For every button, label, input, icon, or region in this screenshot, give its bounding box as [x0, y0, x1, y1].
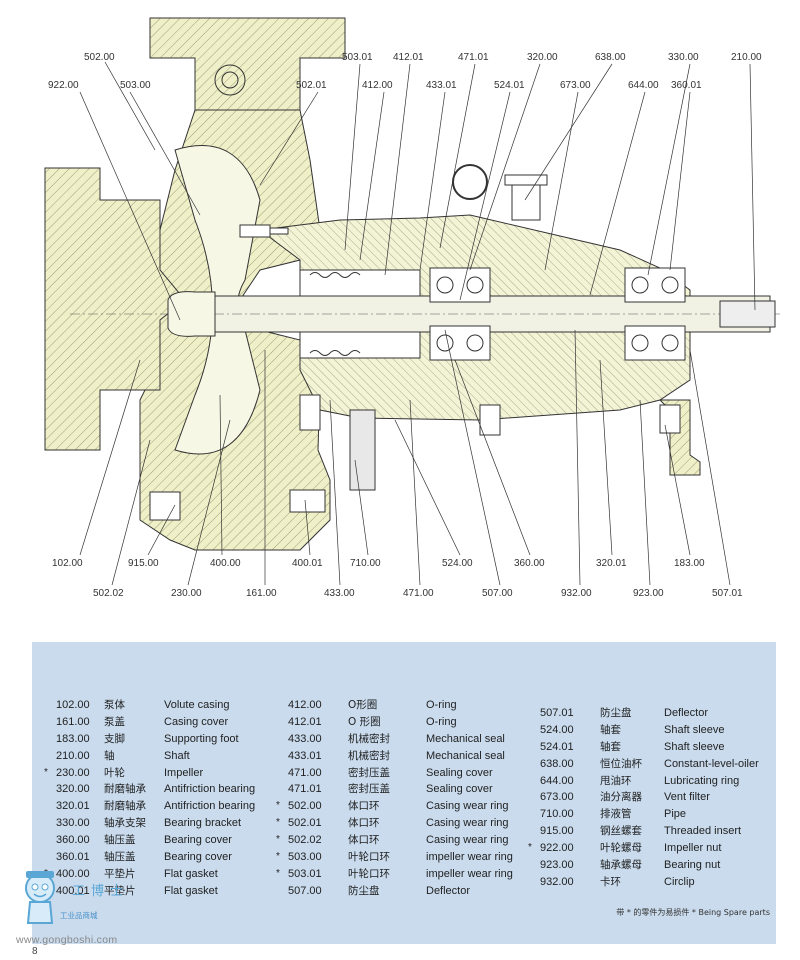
callout-507-01: 507.01	[712, 588, 743, 599]
bearing-outer-d	[624, 325, 686, 361]
bearing-outer-b	[429, 325, 491, 361]
callout-320-01: 320.01	[596, 558, 627, 569]
callout-503-01: 503.01	[342, 52, 373, 63]
eyebolt	[452, 164, 488, 200]
impeller-nut	[167, 291, 216, 337]
callout-502-01: 502.01	[296, 80, 327, 91]
bearing-outer-a	[429, 267, 491, 303]
callout-433-00: 433.00	[324, 588, 355, 599]
callout-524-01: 524.01	[494, 80, 525, 91]
bearing-outer-c	[624, 267, 686, 303]
callout-161-00: 161.00	[246, 588, 277, 599]
callout-923-00: 923.00	[633, 588, 664, 599]
callout-471-01: 471.01	[458, 52, 489, 63]
watermark-subtitle: 工业品商城	[60, 911, 98, 920]
drain-pipe	[349, 409, 376, 491]
discharge-bolt	[214, 64, 246, 96]
spare-parts-note: 带 * 的零件为易损件 * Being Spare parts	[616, 908, 770, 917]
callout-503-00: 503.00	[120, 80, 151, 91]
callout-320-00: 320.00	[527, 52, 558, 63]
watermark-logo	[12, 868, 152, 948]
callout-524-00: 524.00	[442, 558, 473, 569]
callout-400-01: 400.01	[292, 558, 323, 569]
callout-102-00: 102.00	[52, 558, 83, 569]
mascot-icon	[25, 871, 55, 924]
pump-section-svg	[44, 17, 780, 586]
page-number: 8	[32, 946, 38, 957]
callout-400-00: 400.00	[210, 558, 241, 569]
callout-673-00: 673.00	[560, 80, 591, 91]
callout-360-01: 360.01	[671, 80, 702, 91]
watermark-brand: 工博士	[72, 884, 130, 899]
callout-210-00: 210.00	[731, 52, 762, 63]
callout-502-00: 502.00	[84, 52, 115, 63]
callout-330-00: 330.00	[668, 52, 699, 63]
callout-360-00: 360.00	[514, 558, 545, 569]
callout-507-00: 507.00	[482, 588, 513, 599]
callout-915-00: 915.00	[128, 558, 159, 569]
callout-502-02: 502.02	[93, 588, 124, 599]
shaft-end	[719, 300, 776, 328]
callout-183-00: 183.00	[674, 558, 705, 569]
callout-433-01: 433.01	[426, 80, 457, 91]
watermark-url[interactable]: www.gongboshi.com	[16, 934, 118, 946]
callout-644-00: 644.00	[628, 80, 659, 91]
callout-922-00: 922.00	[48, 80, 79, 91]
callout-471-00: 471.00	[403, 588, 434, 599]
callout-710-00: 710.00	[350, 558, 381, 569]
callout-638-00: 638.00	[595, 52, 626, 63]
pump-cross-section-drawing: 502.00 922.00 503.00 502.01 503.01 412.0…	[44, 17, 780, 599]
callout-230-00: 230.00	[171, 588, 202, 599]
callout-932-00: 932.00	[561, 588, 592, 599]
callout-412-00: 412.00	[362, 80, 393, 91]
callout-412-01: 412.01	[393, 52, 424, 63]
